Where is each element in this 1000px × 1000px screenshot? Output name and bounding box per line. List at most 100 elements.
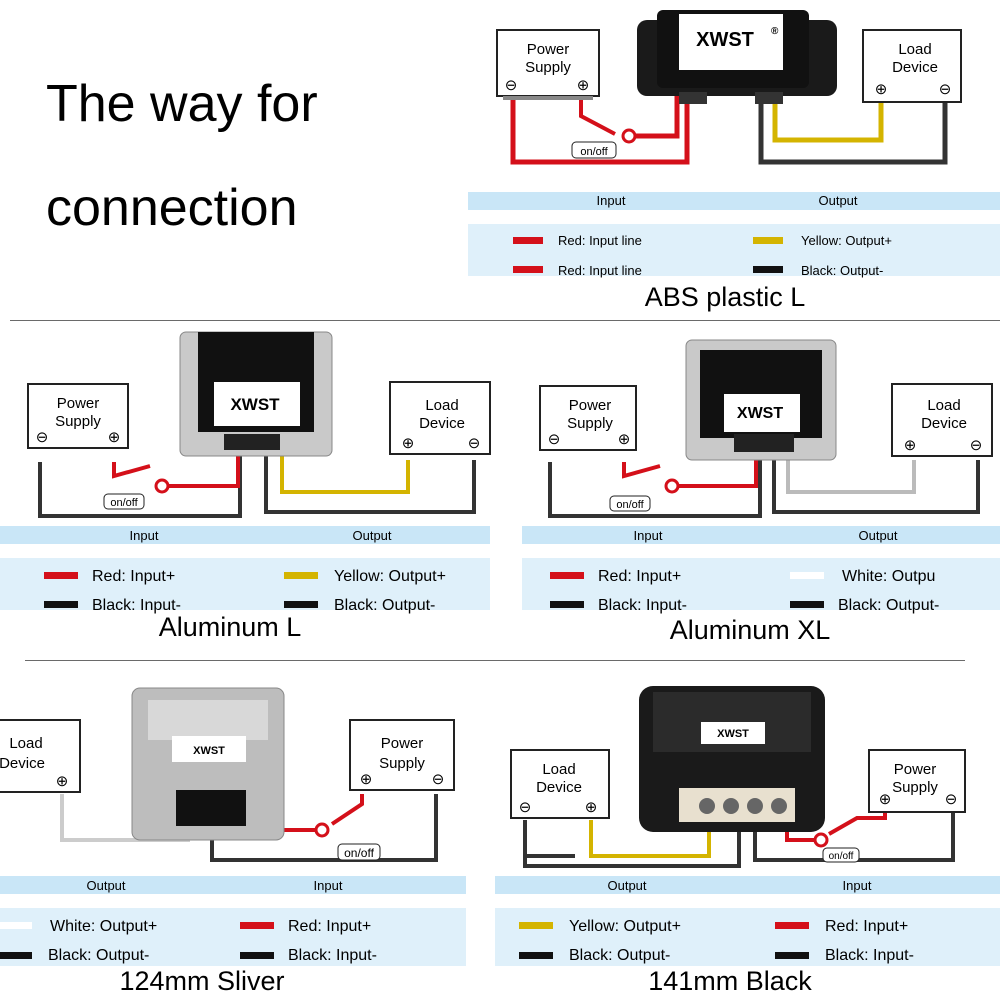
svg-text:on/off: on/off: [580, 146, 608, 158]
silver-load-device: Load Device ⊕: [0, 719, 81, 793]
svg-text:⊕: ⊕: [402, 435, 415, 452]
svg-text:⊕: ⊕: [879, 791, 892, 808]
svg-text:⊕: ⊕: [56, 773, 69, 790]
black-input-header: Input: [843, 878, 872, 893]
svg-text:Power: Power: [527, 41, 570, 58]
alu-xl-load-device: Load Device ⊕ ⊖: [891, 383, 993, 457]
black-legend-2: Red: Input+: [825, 918, 908, 935]
black-power-supply: Power Supply ⊕ ⊖: [868, 749, 966, 813]
alu-xl-caption: Aluminum XL: [669, 615, 831, 645]
svg-text:⊕: ⊕: [577, 77, 590, 94]
alu-l-input-header: Input: [130, 528, 159, 543]
svg-text:XWST: XWST: [193, 745, 225, 757]
silver-power-supply: Power Supply ⊕ ⊖: [349, 719, 455, 791]
divider-bottom: [25, 660, 965, 661]
alu-l-power-supply: Power Supply ⊖ ⊕: [27, 383, 129, 449]
alu-l-legend-4: Black: Output-: [334, 597, 435, 614]
page-title-line1: The way for: [46, 75, 318, 133]
abs-legend-3: Red: Input line: [558, 263, 642, 278]
alu-xl-legend-2: White: Outpu: [842, 568, 935, 585]
svg-text:Power: Power: [57, 395, 100, 412]
svg-text:⊖: ⊖: [519, 799, 532, 816]
alu-l-legend-2: Yellow: Output+: [334, 568, 446, 585]
silver-on-off-switch: on/off: [337, 843, 381, 861]
black-diagram: Load Device ⊖ ⊕ XWST Power Supply ⊕ ⊖ on…: [495, 686, 1000, 966]
svg-text:Supply: Supply: [379, 755, 425, 772]
abs-input-header: Input: [597, 193, 626, 208]
alu-l-legend-3: Black: Input-: [92, 597, 181, 614]
svg-text:on/off: on/off: [616, 499, 644, 511]
svg-text:XWST: XWST: [737, 405, 783, 422]
silver-input-header: Input: [314, 878, 343, 893]
svg-text:®: ®: [771, 26, 779, 37]
page-title-line2: connection: [46, 179, 298, 237]
svg-text:Load: Load: [542, 761, 575, 778]
divider-top: [10, 320, 1000, 321]
alu-l-caption: Aluminum L: [158, 612, 302, 642]
alu-xl-legend-4: Black: Output-: [838, 597, 939, 614]
abs-legend-2: Yellow: Output+: [801, 233, 892, 248]
alu-l-output-header: Output: [352, 528, 391, 543]
svg-text:XWST: XWST: [717, 728, 749, 740]
alu-xl-diagram: Power Supply ⊖ ⊕ on/off XWST Load Device…: [522, 339, 1000, 614]
alu-xl-converter: XWST: [685, 339, 837, 461]
abs-output-header: Output: [818, 193, 857, 208]
black-legend-1: Yellow: Output+: [569, 918, 681, 935]
svg-text:Supply: Supply: [55, 413, 101, 430]
svg-text:⊖: ⊖: [548, 431, 561, 448]
abs-converter: XWST ®: [637, 10, 837, 104]
svg-text:Load: Load: [927, 397, 960, 414]
alu-l-diagram: Power Supply ⊖ ⊕ on/off XWST Load Device…: [0, 331, 491, 614]
silver-converter: XWST: [131, 687, 285, 841]
alu-xl-legend-1: Red: Input+: [598, 568, 681, 585]
svg-text:Supply: Supply: [567, 415, 613, 432]
silver-legend-3: Black: Output-: [48, 947, 149, 964]
abs-power-supply: Power Supply ⊖ ⊕: [496, 29, 600, 100]
black-legend-3: Black: Output-: [569, 947, 670, 964]
abs-caption: ABS plastic L: [644, 282, 806, 312]
svg-text:on/off: on/off: [829, 851, 854, 862]
svg-text:⊕: ⊕: [875, 81, 888, 98]
svg-text:⊖: ⊖: [505, 77, 518, 94]
alu-xl-power-supply: Power Supply ⊖ ⊕: [539, 385, 637, 451]
alu-xl-legend-3: Black: Input-: [598, 597, 687, 614]
abs-diagram: Power Supply ⊖ ⊕ on/off XWST ® Load Devi…: [468, 10, 1000, 278]
svg-text:Device: Device: [0, 755, 45, 772]
svg-text:⊖: ⊖: [970, 437, 983, 454]
svg-text:Power: Power: [894, 761, 937, 778]
alu-xl-output-header: Output: [858, 528, 897, 543]
svg-text:Device: Device: [419, 415, 465, 432]
abs-switch-contact: [621, 128, 637, 144]
svg-text:⊕: ⊕: [108, 429, 121, 446]
silver-caption: 124mm Sliver: [119, 966, 285, 996]
svg-text:Supply: Supply: [525, 59, 571, 76]
svg-text:⊕: ⊕: [360, 771, 373, 788]
svg-text:Power: Power: [381, 735, 424, 752]
black-converter: XWST: [639, 686, 825, 832]
svg-text:Device: Device: [921, 415, 967, 432]
abs-red-wire-2: [579, 98, 616, 136]
black-legend-4: Black: Input-: [825, 947, 914, 964]
svg-text:XWST: XWST: [230, 395, 280, 414]
svg-text:Device: Device: [892, 59, 938, 76]
silver-legend-4: Black: Input-: [288, 947, 377, 964]
alu-xl-input-header: Input: [634, 528, 663, 543]
abs-red-wire-1: [510, 96, 690, 165]
svg-text:Device: Device: [536, 779, 582, 796]
black-on-off-switch: on/off: [822, 847, 860, 863]
alu-l-legend-1: Red: Input+: [92, 568, 175, 585]
svg-text:⊖: ⊖: [468, 435, 481, 452]
abs-legend-4: Black: Output-: [801, 263, 883, 278]
svg-text:Power: Power: [569, 397, 612, 414]
abs-black-wire: [758, 96, 948, 165]
svg-text:⊕: ⊕: [904, 437, 917, 454]
svg-text:⊕: ⊕: [618, 431, 631, 448]
svg-text:⊖: ⊖: [432, 771, 445, 788]
svg-text:⊕: ⊕: [585, 799, 598, 816]
alu-l-converter: XWST: [179, 331, 333, 457]
svg-text:XWST: XWST: [696, 29, 754, 51]
abs-yellow-wire: [772, 96, 884, 143]
black-output-header: Output: [607, 878, 646, 893]
svg-text:Load: Load: [425, 397, 458, 414]
abs-load-device: Load Device ⊕ ⊖: [862, 29, 962, 103]
